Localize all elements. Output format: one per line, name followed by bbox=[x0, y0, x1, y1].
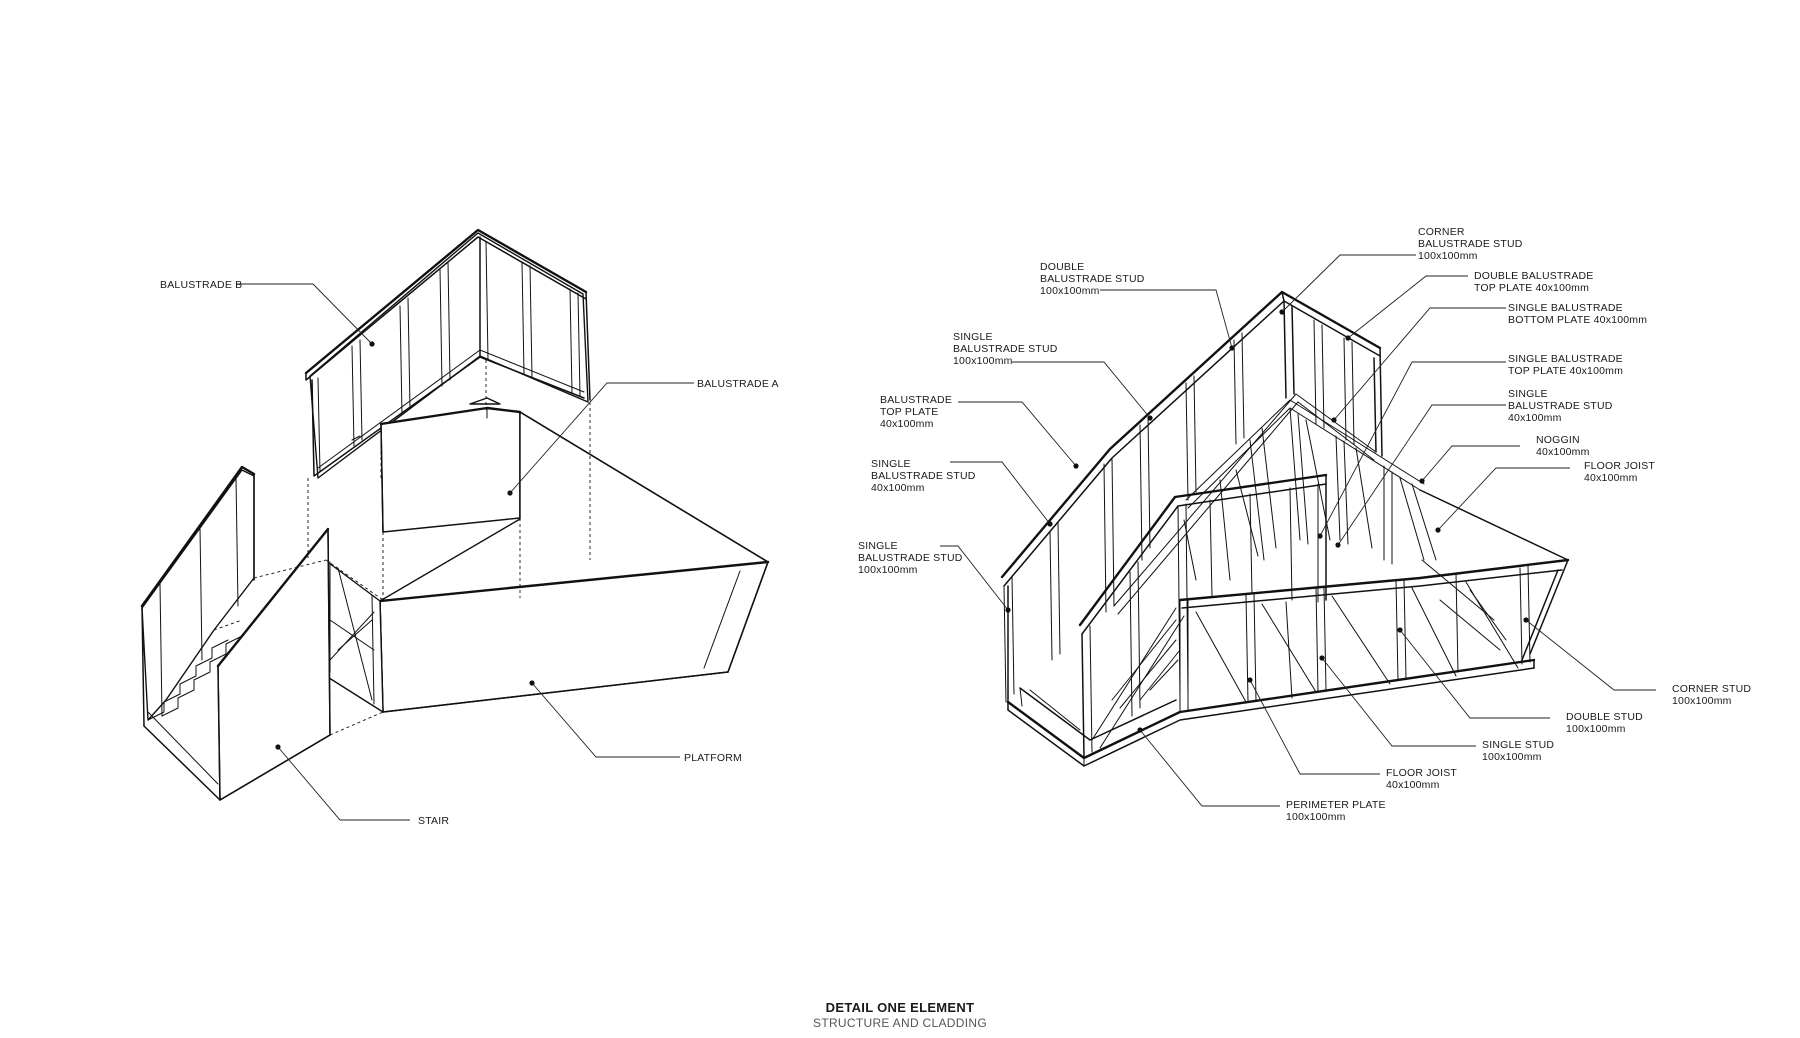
svg-text:BALUSTRADE STUD: BALUSTRADE STUD bbox=[953, 343, 1058, 355]
label-balustrade-top-plate: BALUSTRADE TOP PLATE 40x100mm bbox=[880, 394, 952, 430]
svg-text:SINGLE: SINGLE bbox=[1508, 388, 1548, 400]
stair-drawing bbox=[140, 465, 331, 801]
svg-text:CORNER STUD: CORNER STUD bbox=[1672, 683, 1751, 695]
caption: DETAIL ONE ELEMENT STRUCTURE AND CLADDIN… bbox=[813, 1000, 987, 1030]
svg-text:BALUSTRADE STUD: BALUSTRADE STUD bbox=[1418, 238, 1523, 250]
label-single-balustrade-stud-3: SINGLE BALUSTRADE STUD 40x100mm bbox=[871, 458, 976, 494]
svg-text:40x100mm: 40x100mm bbox=[1584, 472, 1638, 484]
label-stair: STAIR bbox=[418, 815, 449, 827]
svg-text:FLOOR JOIST: FLOOR JOIST bbox=[1386, 767, 1457, 779]
label-floor-joist-top: FLOOR JOIST 40x100mm bbox=[1584, 460, 1655, 484]
frame-top-balustrade bbox=[1000, 290, 1383, 587]
frame-platform bbox=[1006, 489, 1570, 767]
caption-subtitle: STRUCTURE AND CLADDING bbox=[813, 1016, 987, 1030]
svg-text:100x100mm: 100x100mm bbox=[1672, 695, 1732, 707]
svg-text:SINGLE: SINGLE bbox=[953, 331, 993, 343]
frame-single-balustrade bbox=[1078, 473, 1328, 759]
svg-text:DOUBLE BALUSTRADE: DOUBLE BALUSTRADE bbox=[1474, 270, 1594, 282]
svg-text:100x100mm: 100x100mm bbox=[1482, 751, 1542, 763]
label-balustrade-a: BALUSTRADE A bbox=[697, 378, 779, 390]
svg-text:100x100mm: 100x100mm bbox=[1286, 811, 1346, 823]
right-leaders bbox=[940, 254, 1656, 807]
alignment-lines bbox=[213, 360, 591, 736]
svg-text:100x100mm: 100x100mm bbox=[858, 564, 918, 576]
balustrade-a-drawing bbox=[379, 397, 522, 533]
label-balustrade-b: BALUSTRADE B bbox=[160, 279, 242, 291]
svg-text:SINGLE BALUSTRADE: SINGLE BALUSTRADE bbox=[1508, 302, 1623, 314]
svg-text:TOP PLATE: TOP PLATE bbox=[880, 406, 938, 418]
svg-text:BALUSTRADE: BALUSTRADE bbox=[880, 394, 952, 406]
right-labels: CORNER BALUSTRADE STUD 100x100mm DOUBLE … bbox=[858, 226, 1751, 823]
svg-text:100x100mm: 100x100mm bbox=[1040, 285, 1100, 297]
frame-balustrade-studs bbox=[1003, 319, 1377, 703]
svg-text:SINGLE: SINGLE bbox=[871, 458, 911, 470]
svg-text:BALUSTRADE STUD: BALUSTRADE STUD bbox=[1508, 400, 1613, 412]
label-single-balustrade-top-plate: SINGLE BALUSTRADE TOP PLATE 40x100mm bbox=[1508, 353, 1623, 377]
svg-text:TOP PLATE 40x100mm: TOP PLATE 40x100mm bbox=[1508, 365, 1623, 377]
label-noggin: NOGGIN 40x100mm bbox=[1536, 434, 1590, 458]
svg-text:DOUBLE STUD: DOUBLE STUD bbox=[1566, 711, 1643, 723]
svg-text:100x100mm: 100x100mm bbox=[953, 355, 1013, 367]
svg-text:40x100mm: 40x100mm bbox=[1536, 446, 1590, 458]
left-annotations: BALUSTRADE B BALUSTRADE A PLATFORM STAIR bbox=[160, 279, 779, 827]
svg-text:BALUSTRADE STUD: BALUSTRADE STUD bbox=[871, 470, 976, 482]
label-platform: PLATFORM bbox=[684, 752, 742, 764]
svg-text:CORNER: CORNER bbox=[1418, 226, 1465, 238]
label-double-balustrade-top-plate: DOUBLE BALUSTRADE TOP PLATE 40x100mm bbox=[1474, 270, 1594, 294]
label-single-balustrade-stud-1: SINGLE BALUSTRADE STUD 100x100mm bbox=[953, 331, 1058, 367]
label-single-stud: SINGLE STUD 100x100mm bbox=[1482, 739, 1554, 763]
label-single-balustrade-bottom-plate: SINGLE BALUSTRADE BOTTOM PLATE 40x100mm bbox=[1508, 302, 1647, 326]
balustrade-b-drawing bbox=[304, 228, 591, 479]
svg-text:100x100mm: 100x100mm bbox=[1418, 250, 1478, 262]
label-corner-stud: CORNER STUD 100x100mm bbox=[1672, 683, 1751, 707]
svg-text:SINGLE BALUSTRADE: SINGLE BALUSTRADE bbox=[1508, 353, 1623, 365]
svg-text:NOGGIN: NOGGIN bbox=[1536, 434, 1580, 446]
label-corner-balustrade-stud: CORNER BALUSTRADE STUD 100x100mm bbox=[1418, 226, 1523, 262]
svg-text:DOUBLE: DOUBLE bbox=[1040, 261, 1084, 273]
svg-text:SINGLE STUD: SINGLE STUD bbox=[1482, 739, 1554, 751]
label-double-balustrade-stud: DOUBLE BALUSTRADE STUD 100x100mm bbox=[1040, 261, 1145, 297]
svg-text:40x100mm: 40x100mm bbox=[1508, 412, 1562, 424]
label-perimeter-plate: PERIMETER PLATE 100x100mm bbox=[1286, 799, 1386, 823]
svg-text:BALUSTRADE STUD: BALUSTRADE STUD bbox=[1040, 273, 1145, 285]
label-double-stud: DOUBLE STUD 100x100mm bbox=[1566, 711, 1643, 735]
caption-title: DETAIL ONE ELEMENT bbox=[826, 1000, 975, 1015]
frame-inner-truss bbox=[1185, 399, 1437, 581]
svg-text:40x100mm: 40x100mm bbox=[1386, 779, 1440, 791]
left-exploded-assembly bbox=[140, 228, 770, 801]
svg-text:FLOOR JOIST: FLOOR JOIST bbox=[1584, 460, 1655, 472]
right-frame-assembly bbox=[1000, 290, 1570, 767]
svg-text:40x100mm: 40x100mm bbox=[871, 482, 925, 494]
svg-text:BOTTOM PLATE 40x100mm: BOTTOM PLATE 40x100mm bbox=[1508, 314, 1647, 326]
label-single-balustrade-stud-2: SINGLE BALUSTRADE STUD 40x100mm bbox=[1508, 388, 1613, 424]
svg-text:SINGLE: SINGLE bbox=[858, 540, 898, 552]
svg-text:PERIMETER PLATE: PERIMETER PLATE bbox=[1286, 799, 1386, 811]
label-single-balustrade-stud-4: SINGLE BALUSTRADE STUD 100x100mm bbox=[858, 540, 963, 576]
label-floor-joist-bottom: FLOOR JOIST 40x100mm bbox=[1386, 767, 1457, 791]
svg-text:100x100mm: 100x100mm bbox=[1566, 723, 1626, 735]
svg-text:TOP PLATE 40x100mm: TOP PLATE 40x100mm bbox=[1474, 282, 1589, 294]
svg-text:BALUSTRADE STUD: BALUSTRADE STUD bbox=[858, 552, 963, 564]
svg-text:40x100mm: 40x100mm bbox=[880, 418, 934, 430]
